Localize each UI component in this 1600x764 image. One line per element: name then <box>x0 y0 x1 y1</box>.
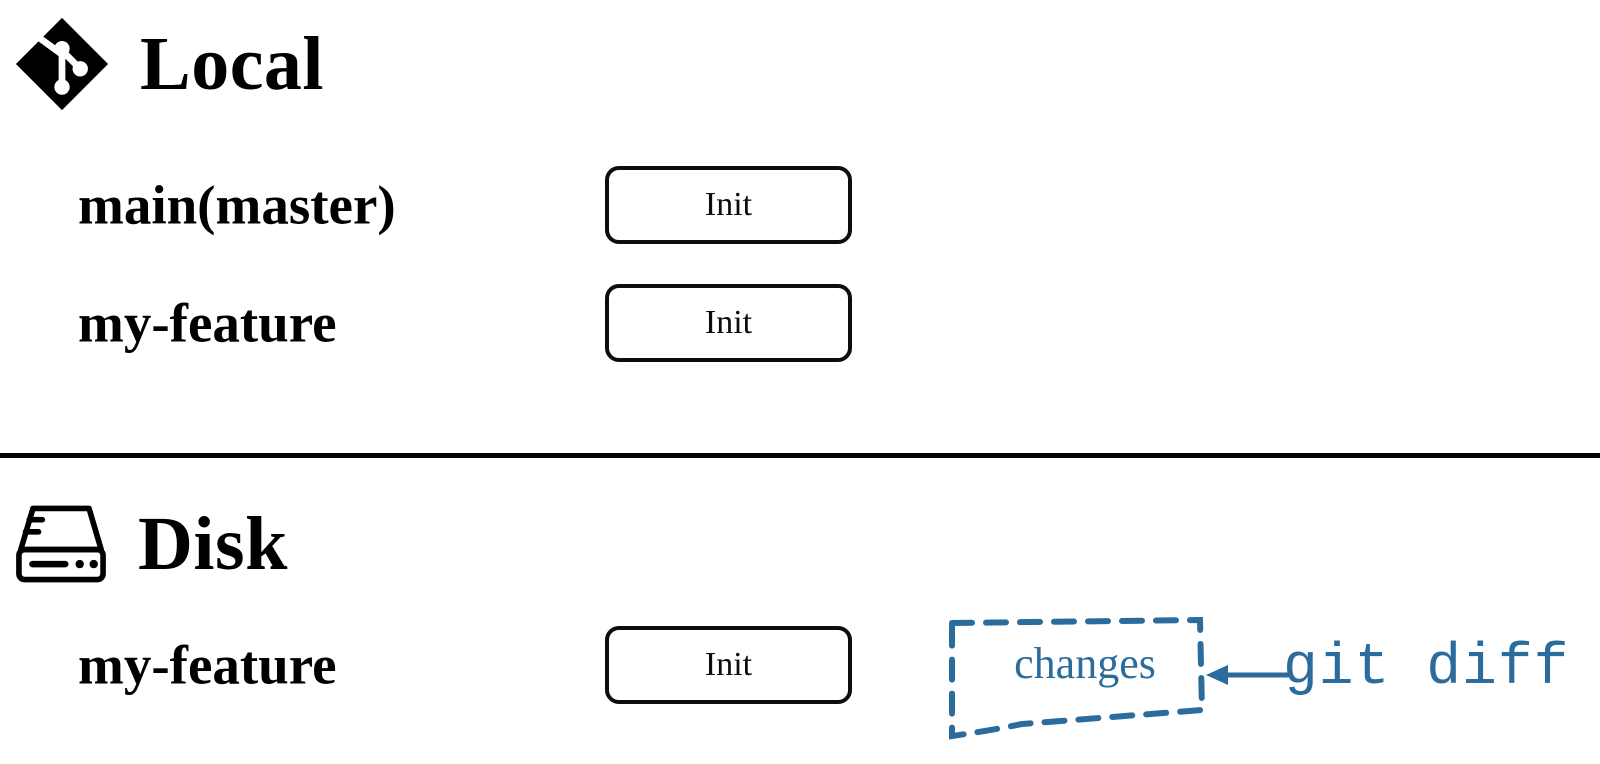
disk-section-title: Disk <box>138 502 288 586</box>
hard-drive-icon <box>16 505 106 583</box>
local-section-title: Local <box>140 22 325 106</box>
disk-section: Disk <box>0 459 1600 764</box>
branch-name-my-feature: my-feature <box>78 292 337 354</box>
git-logo-icon <box>15 17 109 111</box>
left-arrow-icon <box>1206 665 1290 685</box>
branch-row: main(master) Init <box>0 160 1600 250</box>
git-diff-command-label: git diff <box>1283 636 1570 701</box>
commit-node-init-disk[interactable]: Init <box>605 626 852 704</box>
commit-node-init-my-feature[interactable]: Init <box>605 284 852 362</box>
branch-row: my-feature Init <box>0 278 1600 368</box>
commit-node-init-main[interactable]: Init <box>605 166 852 244</box>
changes-label: changes <box>1014 639 1156 688</box>
disk-section-header: Disk <box>14 501 288 587</box>
section-divider <box>0 453 1600 458</box>
branch-name-disk-my-feature: my-feature <box>78 634 337 696</box>
branch-name-main: main(master) <box>78 174 396 236</box>
changes-annotation-group: changes <box>930 600 1230 750</box>
branch-row: my-feature Init <box>0 620 1600 710</box>
changes-dashed-box <box>949 616 1206 740</box>
local-section: Local main(master) Init my-feature Init <box>0 16 1600 368</box>
local-section-header: Local <box>14 16 324 112</box>
